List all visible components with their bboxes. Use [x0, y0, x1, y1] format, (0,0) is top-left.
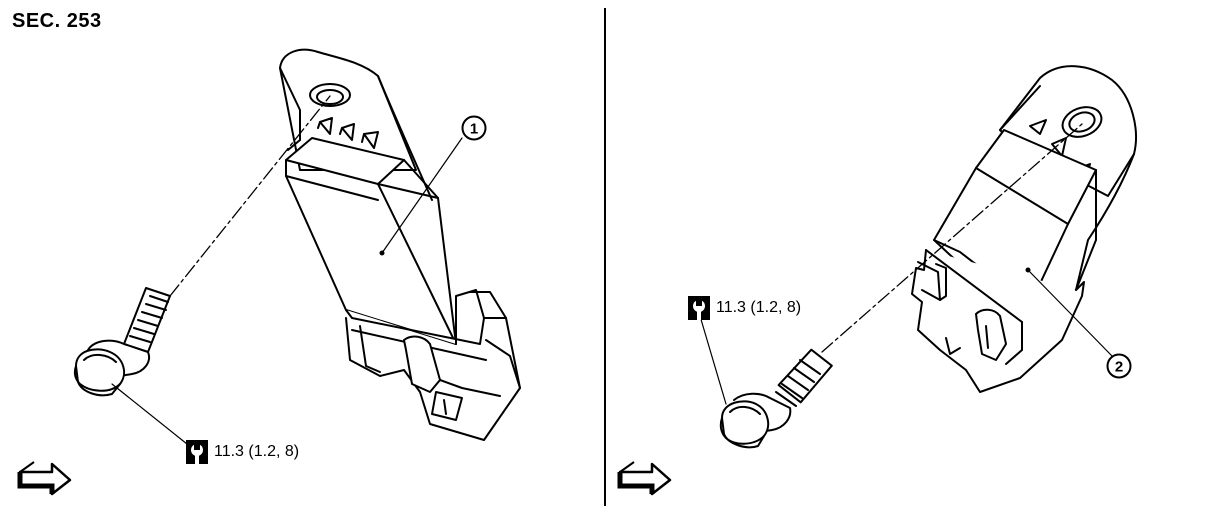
panel-divider	[604, 8, 606, 506]
section-code: SEC. 253	[12, 10, 102, 32]
left-torque-value: 11.3 (1.2, 8)	[214, 443, 300, 460]
left-sensor	[73, 48, 521, 449]
left-bolt	[73, 287, 171, 397]
left-torque-spec: 11.3 (1.2, 8)	[186, 440, 299, 464]
callout-2: 2	[1106, 353, 1132, 379]
right-torque-spec: 11.3 (1.2, 8)	[688, 296, 801, 320]
torque-wrench-icon	[688, 296, 710, 320]
right-bolt	[719, 348, 833, 449]
right-torque-value: 11.3 (1.2, 8)	[716, 299, 802, 316]
callout-2-number: 2	[1115, 359, 1123, 376]
front-arrow-icon	[17, 461, 72, 496]
front-arrow-icon	[617, 461, 672, 496]
right-sensor	[699, 65, 1137, 449]
callout-1-number: 1	[470, 121, 478, 138]
callout-1: 1	[461, 115, 487, 141]
torque-wrench-icon	[186, 440, 208, 464]
